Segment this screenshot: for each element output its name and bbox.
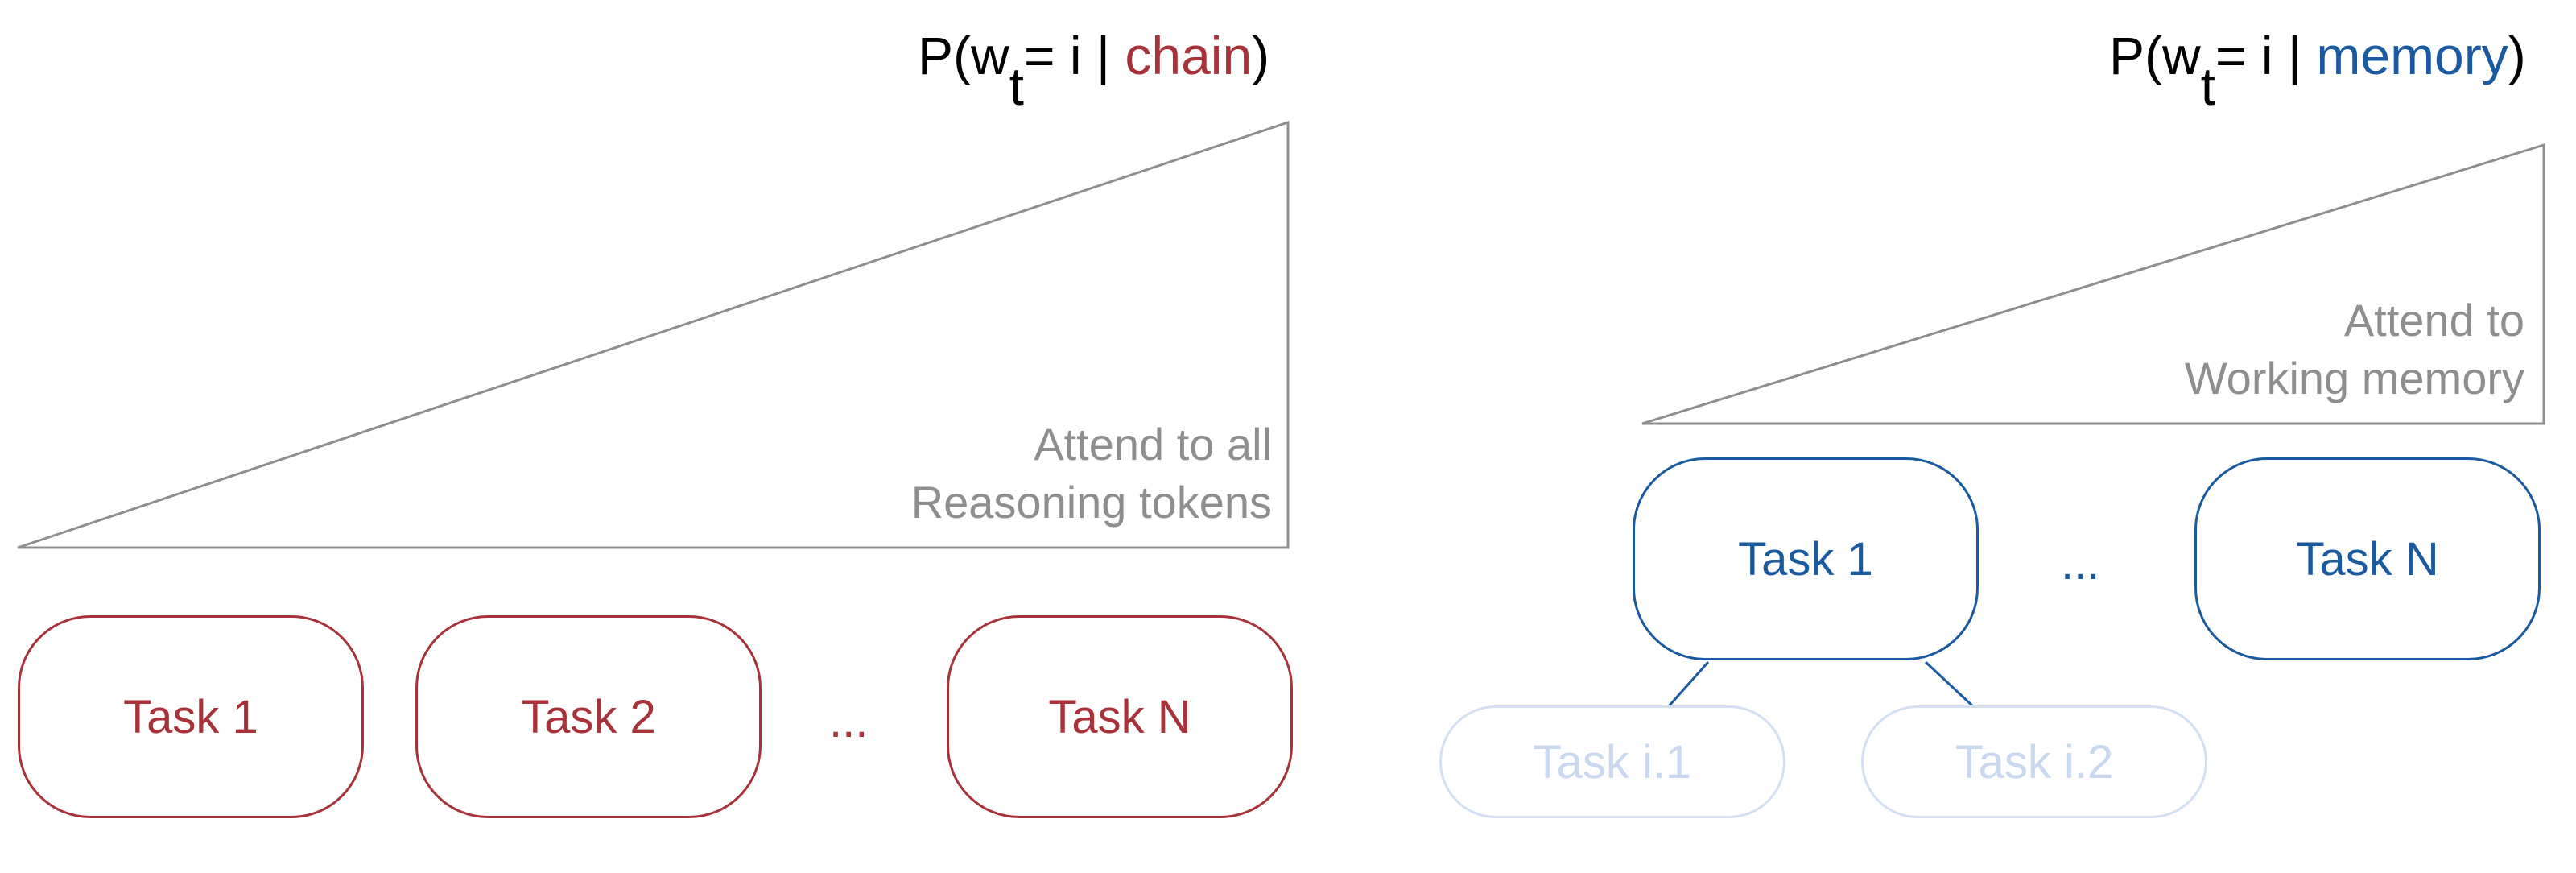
formula-condition-memory: memory <box>2316 26 2508 85</box>
formula-condition-chain: chain <box>1125 26 1253 85</box>
subtask-label: Task i.1 <box>1533 735 1692 788</box>
chain-task-2-box: Task 2 <box>415 615 762 818</box>
chain-task-n-box: Task N <box>947 615 1293 818</box>
subtask-label: Task i.2 <box>1955 735 2114 788</box>
subtask-i1-box: Task i.1 <box>1439 705 1785 818</box>
subtask-connector-left <box>1666 661 1710 708</box>
task-label: Task 2 <box>521 690 656 743</box>
memory-task-1-box: Task 1 <box>1633 457 1979 660</box>
memory-ellipsis: ... <box>2061 537 2100 590</box>
memory-task-n-box: Task N <box>2194 457 2541 660</box>
note-line-1: Attend to all <box>1034 419 1272 470</box>
chain-attention-triangle <box>17 120 1290 549</box>
subtask-connector-right <box>1924 660 1975 709</box>
chain-probability-formula: P(wt= i | chain) <box>918 26 1270 113</box>
memory-attention-note: Attend to Working memory <box>2185 292 2524 408</box>
task-label: Task N <box>1048 690 1191 743</box>
task-label: Task 1 <box>123 690 258 743</box>
formula-subscript: t <box>1009 56 1025 116</box>
formula-prefix: P(w <box>918 26 1009 85</box>
formula-suffix: ) <box>1252 26 1270 85</box>
formula-suffix: ) <box>2508 26 2526 85</box>
formula-subscript: t <box>2200 56 2216 116</box>
note-line-1: Attend to <box>2343 295 2524 345</box>
subtask-i2-box: Task i.2 <box>1861 705 2207 818</box>
formula-prefix: P(w <box>2109 26 2201 85</box>
note-line-2: Reasoning tokens <box>910 477 1272 528</box>
formula-middle: = i | <box>1024 26 1125 85</box>
task-label: Task 1 <box>1738 532 1873 585</box>
memory-attention-triangle <box>1641 143 2545 425</box>
note-line-2: Working memory <box>2184 353 2524 403</box>
formula-middle: = i | <box>2215 26 2317 85</box>
chain-task-1-box: Task 1 <box>18 615 364 818</box>
chain-attention-note: Attend to all Reasoning tokens <box>911 416 1272 532</box>
chain-ellipsis: ... <box>829 695 869 747</box>
memory-probability-formula: P(wt= i | memory) <box>2109 26 2526 113</box>
task-label: Task N <box>2296 532 2439 585</box>
